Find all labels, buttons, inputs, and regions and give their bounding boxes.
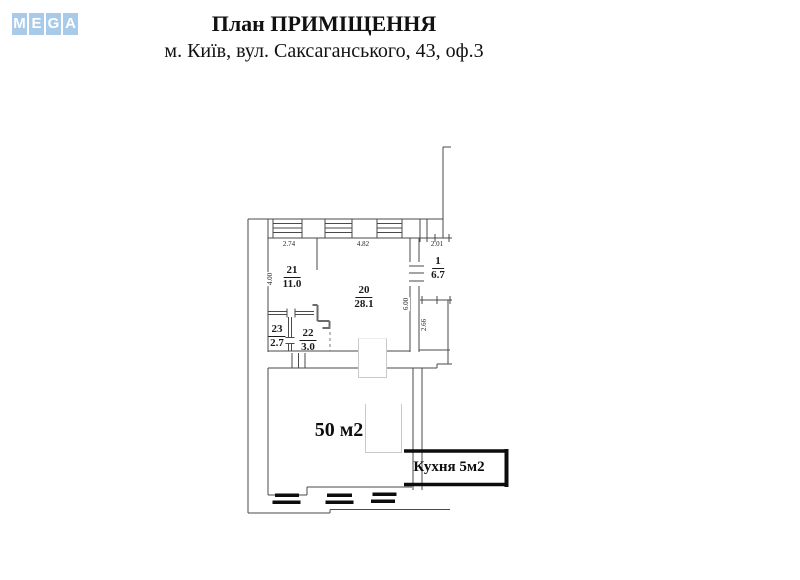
page-title: План ПРИМІЩЕННЯ (211, 11, 437, 36)
room-21-area: 11.0 (282, 278, 302, 291)
door-room1 (409, 265, 424, 282)
bottom-window-marks (272, 492, 397, 504)
passage-opening (358, 338, 387, 378)
dim-label-top-right: 2.01 (430, 240, 444, 248)
header: План ПРИМІЩЕННЯ м. Київ, вул. Саксагансь… (0, 10, 648, 64)
page-subtitle: м. Київ, вул. Саксаганського, 43, оф.3 (164, 39, 484, 62)
kitchen-label: Кухня 5м2 (413, 459, 485, 475)
logo-tile-e: E (29, 13, 44, 35)
room-20-number: 20 (355, 284, 373, 299)
window-band (267, 219, 452, 239)
dim-label-top-middle: 4.82 (356, 240, 370, 248)
room-label-1: 1 6.7 (431, 255, 445, 282)
dim-label-top-left: 2.74 (282, 240, 296, 248)
logo-tile-m: M (12, 13, 27, 35)
corridor-walls (419, 300, 450, 364)
flue-wall (312, 304, 331, 329)
room-1-area: 6.7 (431, 269, 445, 282)
room-label-23: 23 2.7 (268, 323, 286, 350)
room-20-area: 28.1 (354, 298, 374, 311)
dimension-ticks (419, 234, 452, 304)
dim-label-left-wall: 4.00 (266, 271, 274, 287)
room-1-number: 1 (432, 255, 444, 270)
room-label-21: 21 11.0 (283, 264, 302, 291)
dim-label-right-wall: 2.66 (420, 317, 428, 333)
open-area-niche (365, 404, 402, 453)
room-label-20: 20 28.1 (354, 284, 373, 311)
room-23-number: 23 (268, 323, 286, 338)
logo-tile-a: A (63, 13, 78, 35)
room-22-number: 22 (299, 327, 317, 342)
dim-label-middle-wall: 6.00 (402, 296, 410, 312)
upper-unit-walls (267, 238, 420, 368)
room-22-area: 3.0 (301, 341, 315, 354)
room-label-22: 22 3.0 (299, 327, 317, 354)
kitchen-callout-box (404, 449, 509, 487)
outer-walls (247, 146, 451, 514)
logo-tile-g: G (46, 13, 61, 35)
mega-logo: M E G A (12, 13, 78, 35)
open-area-label: 50 м2 (314, 419, 364, 441)
room-23-area: 2.7 (270, 337, 284, 350)
room-21-number: 21 (283, 264, 301, 279)
